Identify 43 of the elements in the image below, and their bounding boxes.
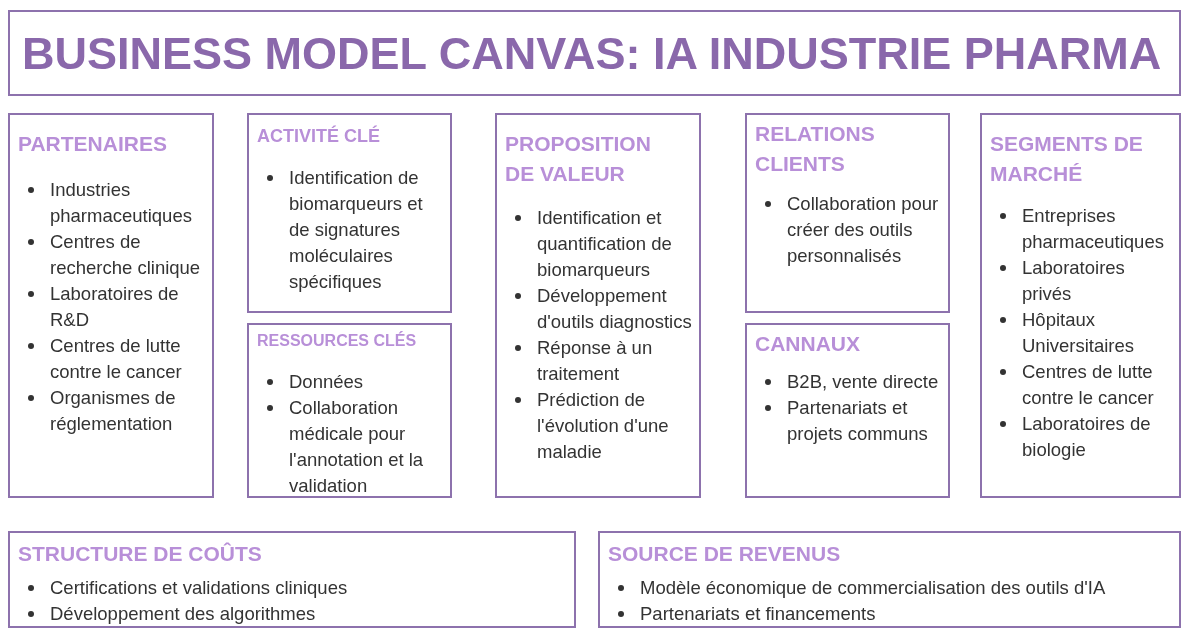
list-item-text: Identification de biomarqueurs et de signatures moléculaires spécifiques	[289, 167, 423, 292]
list-item-text: Centres de recherche clinique	[50, 231, 201, 278]
list-item-text: Prédiction de l'évolution d'une maladie	[537, 389, 669, 462]
list-item-text: Organismes de réglementation	[50, 387, 176, 434]
list-item-text: Partenariats et financements	[640, 603, 876, 624]
list-item-text: Centres de lutte contre le cancer	[1022, 361, 1154, 408]
canvas-block	[745, 113, 950, 313]
title: BUSINESS MODEL CANVAS: IA INDUSTRIE PHARMA	[22, 28, 1162, 80]
canvas-block	[598, 531, 1181, 628]
canvas-block	[745, 323, 950, 498]
block-heading: CANNAUX	[755, 331, 860, 357]
block-heading: ACTIVITÉ CLÉ	[257, 124, 380, 148]
canvas-block	[495, 113, 701, 498]
list-item-text: Réponse à un traitement	[537, 337, 653, 384]
list-item-text: Données	[289, 371, 364, 392]
block-heading: STRUCTURE DE COÛTS	[18, 541, 262, 567]
list-item-text: Certifications et validations cliniques	[50, 577, 348, 598]
block-heading: SOURCE DE REVENUS	[608, 541, 841, 567]
list-item-text: Développement des algorithmes	[50, 603, 316, 624]
list-item-text: Centres de lutte contre le cancer	[50, 335, 182, 382]
canvas-block	[8, 531, 576, 628]
canvas-block	[247, 113, 452, 313]
block-heading: PARTENAIRES	[18, 131, 167, 157]
canvas-block	[980, 113, 1181, 498]
list-item-text: B2B, vente directe	[787, 371, 939, 392]
list-item-text: Laboratoires privés	[1022, 257, 1125, 304]
list-item-text: Laboratoires de R&D	[50, 283, 179, 330]
list-item-text: Développement d'outils diagnostics	[537, 285, 692, 332]
list-item-text: Partenariats et projets communs	[787, 397, 928, 444]
block-heading: RESSOURCES CLÉS	[257, 330, 417, 351]
canvas-block	[8, 113, 214, 498]
list-item-text: Identification et quantification de biomarqueurs	[537, 207, 672, 280]
canvas-block	[247, 323, 452, 498]
list-item-text: Industries pharmaceutiques	[50, 179, 192, 226]
block-heading: PROPOSITION DE VALEUR	[505, 131, 652, 187]
block-heading: SEGMENTS DE MARCHÉ	[990, 131, 1144, 187]
list-item-text: Collaboration médicale pour l'annotation et la validation	[289, 397, 424, 496]
list-item-text: Collaboration pour créer des outils personnalisés	[787, 193, 939, 266]
list-item-text: Hôpitaux Universitaires	[1022, 309, 1135, 356]
block-heading: RELATIONS CLIENTS	[755, 121, 876, 177]
list-item-text: Laboratoires de biologie	[1022, 413, 1151, 460]
list-item-text: Modèle économique de commercialisation des outils d'IA	[640, 577, 1106, 598]
list-item-text: Entreprises pharmaceutiques	[1022, 205, 1164, 252]
